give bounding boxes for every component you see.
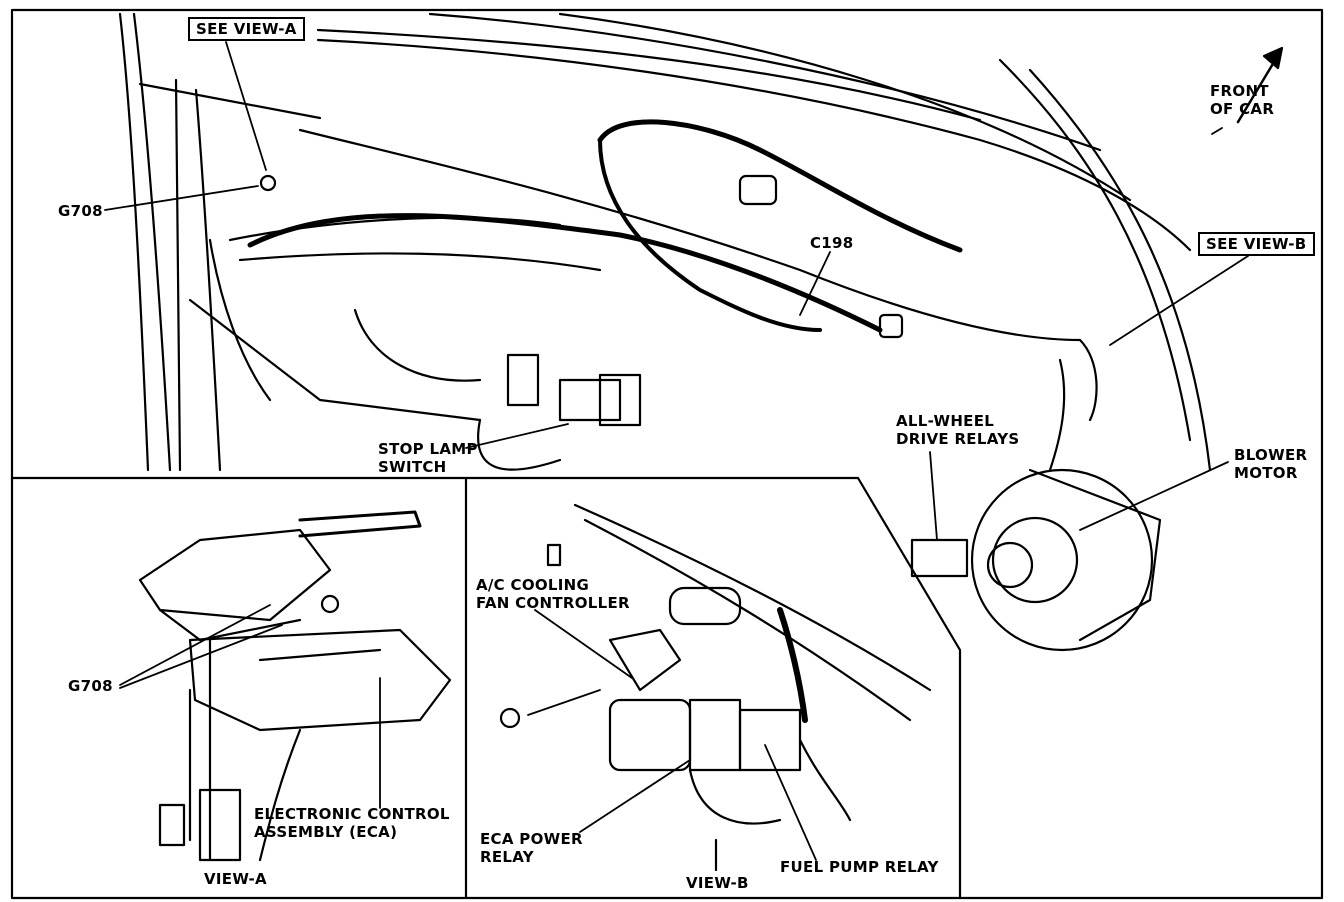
eca-power-relay-label: ECA POWER RELAY [480,830,583,866]
inset-borders [10,476,962,900]
ac-cooling-fan-controller-label: A/C COOLING FAN CONTROLLER [476,576,630,612]
c198-label: C198 [810,234,854,252]
electronic-control-assembly-label: ELECTRONIC CONTROL ASSEMBLY (ECA) [254,805,450,841]
view-b-caption: VIEW-B [686,874,749,892]
main-view-sketch [118,12,1212,652]
g708-view-a-label: G708 [68,677,113,695]
fuel-pump-relay-label: FUEL PUMP RELAY [780,858,939,876]
blower-motor-label: BLOWER MOTOR [1234,446,1308,482]
all-wheel-drive-relays-label: ALL-WHEEL DRIVE RELAYS [896,412,1020,448]
view-a-caption: VIEW-A [204,870,267,888]
stop-lamp-switch-label: STOP LAMP SWITCH [378,440,478,476]
view-b-sketch [499,503,932,872]
view-a-sketch [138,510,452,862]
g708-main-label: G708 [58,202,103,220]
see-view-b-label: SEE VIEW-B [1198,232,1315,256]
outer-frame [10,8,1324,900]
see-view-a-label: SEE VIEW-A [188,17,305,41]
leader-lines [104,41,1249,861]
front-arrowhead-icon [1262,46,1284,70]
front-of-car-label: FRONT OF CAR [1210,82,1275,118]
